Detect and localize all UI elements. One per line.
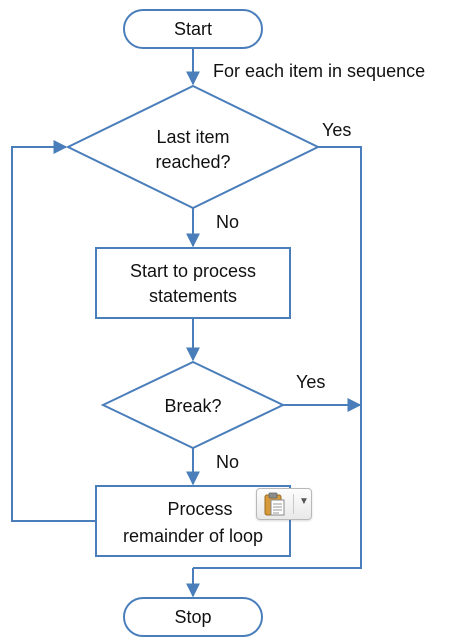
break-label: Break?	[164, 396, 221, 416]
last-item-label-line1: Last item	[156, 127, 229, 147]
paste-options-separator	[293, 494, 294, 514]
start-label: Start	[174, 19, 212, 39]
paste-options-button[interactable]: ▼	[256, 488, 312, 520]
stop-terminator	[123, 597, 263, 637]
process-label-line1: Start to process	[130, 261, 256, 281]
remainder-label-line2: remainder of loop	[123, 526, 263, 546]
no-break-label: No	[216, 452, 239, 472]
last-item-label-line2: reached?	[155, 152, 230, 172]
yes-branch-line	[193, 146, 362, 569]
remainder-label-line1: Process	[167, 499, 232, 519]
loop-back-line	[11, 140, 96, 522]
stop-label: Stop	[174, 607, 211, 627]
process-statements-box	[95, 247, 291, 319]
clipboard-icon	[264, 492, 285, 516]
yes-top-label: Yes	[322, 120, 351, 140]
for-each-label: For each item in sequence	[213, 61, 425, 81]
yes-break-label: Yes	[296, 372, 325, 392]
chevron-down-icon[interactable]: ▼	[299, 496, 309, 507]
process-label-line2: statements	[149, 286, 237, 306]
no-top-label: No	[216, 212, 239, 232]
last-item-decision	[65, 84, 321, 210]
